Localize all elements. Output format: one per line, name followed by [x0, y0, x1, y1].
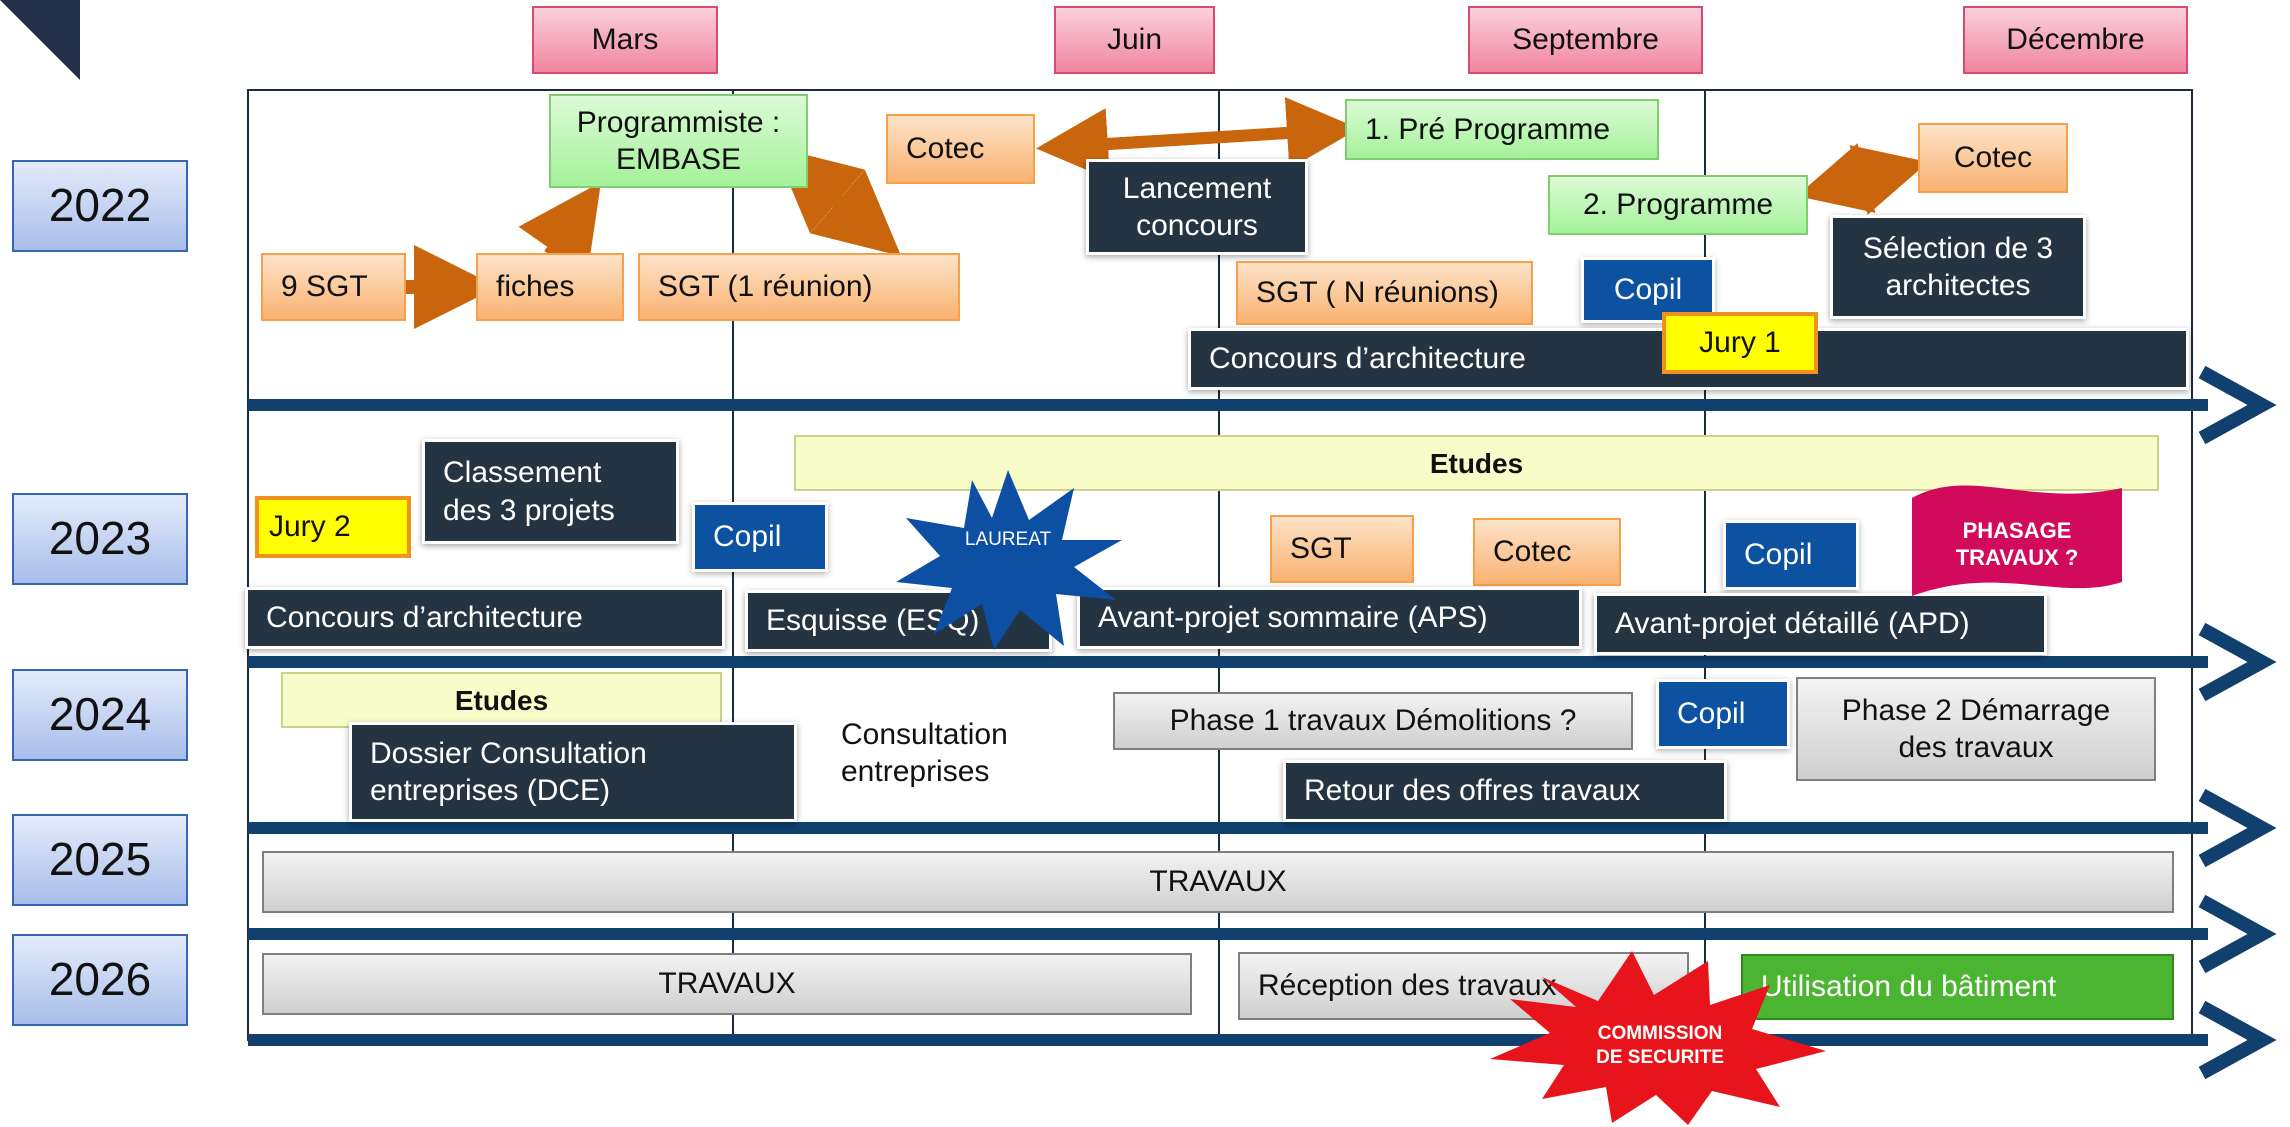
box-sgt-2023: SGT	[1270, 515, 1414, 583]
box-copil-2023-a: Copil	[692, 502, 828, 572]
phasage-label: PHASAGE TRAVAUX ?	[1955, 517, 2079, 571]
year-label-2025: 2025	[12, 814, 188, 906]
year-label-2023: 2023	[12, 493, 188, 585]
arrow-sgt-programmiste	[773, 146, 885, 244]
month-septembre: Septembre	[1468, 6, 1703, 74]
box-programmiste: Programmiste : EMBASE	[549, 94, 808, 188]
box-fiches: fiches	[476, 253, 624, 321]
box-selection-architectes: Sélection de 3 architectes	[1830, 215, 2086, 319]
box-sgt-n-reunions: SGT ( N réunions)	[1236, 261, 1533, 325]
year-label-2026: 2026	[12, 934, 188, 1026]
arrow-preprogramme-cotec	[1036, 108, 1336, 180]
month-mars: Mars	[532, 6, 718, 74]
commission-burst	[1490, 951, 1826, 1125]
box-utilisation-batiment: Utilisation du bâtiment	[1741, 954, 2174, 1020]
box-copil-2023-b: Copil	[1723, 520, 1859, 590]
box-copil-2022: Copil	[1581, 257, 1715, 323]
box-cotec-2023: Cotec	[1473, 518, 1621, 586]
box-sgt-1-reunion: SGT (1 réunion)	[638, 253, 960, 321]
arrow-fiches-to-programmiste	[518, 182, 602, 275]
box-travaux-2026: TRAVAUX	[262, 953, 1192, 1015]
year-arrow-2022	[248, 365, 2277, 445]
box-programme: 2. Programme	[1548, 175, 1808, 235]
box-9-sgt: 9 SGT	[261, 253, 406, 321]
box-copil-2024: Copil	[1656, 679, 1790, 749]
box-apd: Avant-projet détaillé (APD)	[1594, 593, 2047, 655]
month-decembre: Décembre	[1963, 6, 2188, 74]
box-lancement-concours: Lancement concours	[1086, 159, 1308, 255]
laureat-burst	[896, 470, 1122, 650]
phasage-flag	[1912, 485, 2122, 596]
arrow-cotec-programme	[1796, 143, 1907, 213]
year-arrow-2025	[248, 894, 2277, 974]
box-phase-2-travaux: Phase 2 Démarrage des travaux	[1796, 677, 2156, 781]
year-label-2022: 2022	[12, 160, 188, 252]
text-consultation-entreprises: Consultation entreprises	[841, 717, 1008, 789]
box-classement-projets: Classement des 3 projets	[422, 439, 679, 544]
box-jury-1: Jury 1	[1662, 312, 1818, 374]
box-aps: Avant-projet sommaire (APS)	[1077, 587, 1582, 649]
box-phase-1-travaux: Phase 1 travaux Démolitions ?	[1113, 692, 1633, 750]
box-concours-architecture-2023: Concours d’architecture	[245, 587, 725, 649]
month-juin: Juin	[1054, 6, 1215, 74]
box-jury-2: Jury 2	[255, 496, 411, 558]
year-label-2024: 2024	[12, 669, 188, 761]
box-pre-programme: 1. Pré Programme	[1345, 99, 1659, 160]
box-dce: Dossier Consultation entreprises (DCE)	[349, 722, 797, 822]
commission-label: COMMISSION DE SECURITE	[1596, 1023, 1724, 1068]
box-travaux-2025: TRAVAUX	[262, 851, 2174, 913]
laureat-label: LAUREAT	[964, 529, 1052, 551]
box-etudes-2023: Etudes	[794, 435, 2159, 491]
year-arrow-2023	[248, 622, 2277, 702]
box-cotec-2022-a: Cotec	[886, 114, 1035, 184]
year-arrow-2024	[248, 788, 2277, 868]
box-cotec-2022-b: Cotec	[1918, 123, 2068, 193]
corner-decoration	[0, 0, 80, 80]
box-retour-offres: Retour des offres travaux	[1283, 760, 1727, 822]
box-etudes-2024: Etudes	[281, 672, 722, 728]
